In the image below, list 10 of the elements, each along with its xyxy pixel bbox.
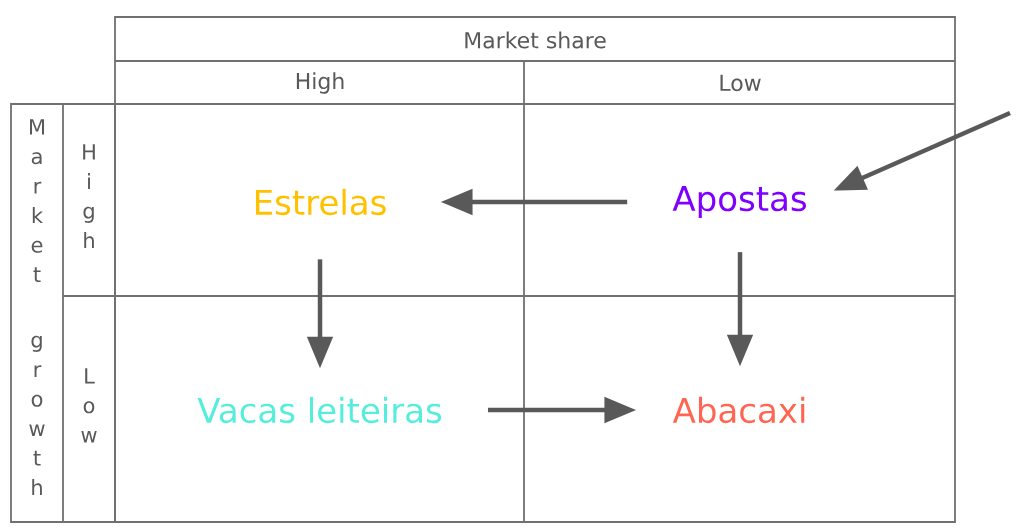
row-header: Low: [81, 368, 97, 443]
quadrant-label: Abacaxi: [672, 396, 805, 424]
column-header: Market share: [465, 31, 606, 49]
quadrant-label: Apostas: [672, 186, 806, 218]
quadrant-label: Estrelas: [256, 188, 386, 216]
axis-title: Market growth: [29, 119, 45, 495]
column-header: Low: [720, 74, 761, 92]
quadrant-label: Vacas leiteiras: [197, 396, 442, 424]
row-header: High: [83, 144, 95, 248]
column-header: High: [296, 72, 344, 94]
